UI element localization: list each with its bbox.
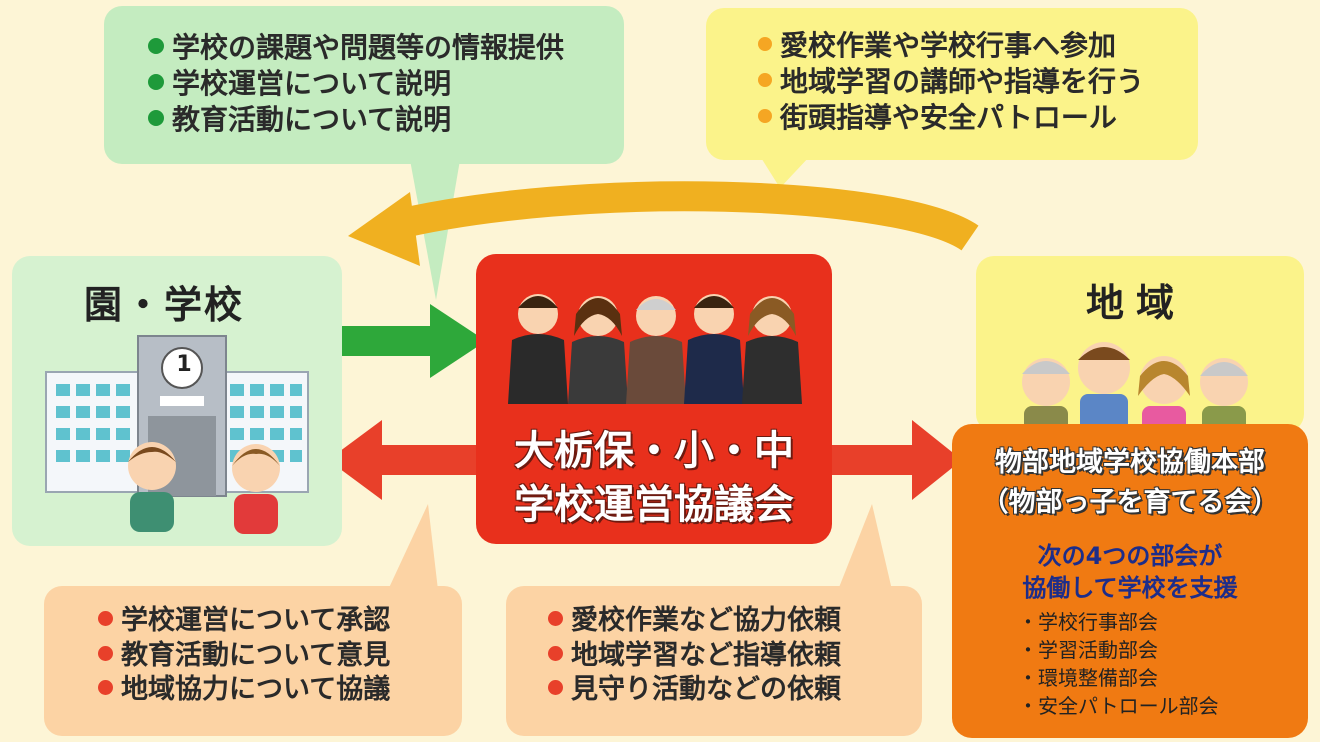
bullet-icon: [148, 38, 164, 54]
school-info-bubble: 学校の課題や問題等の情報提供 学校運営について説明 教育活動について説明: [104, 6, 624, 164]
list-item: 教育活動について意見: [98, 639, 462, 674]
school-to-council-arrowhead: [430, 304, 486, 378]
list-item: ・安全パトロール部会: [1018, 694, 1219, 718]
council-to-school-bubble: 学校運営について承認 教育活動について意見 地域協力について協議: [44, 586, 462, 736]
bullet-icon: [98, 645, 113, 661]
community-panel: 地域: [976, 256, 1304, 432]
school-panel: 園・学校: [12, 256, 342, 546]
community-bubble-tail: [760, 156, 810, 188]
council-panel: 大栃保・小・中 学校運営協議会: [476, 254, 832, 544]
hq-description-line1: 次の4つの部会が: [1037, 542, 1223, 570]
bullet-icon: [758, 72, 772, 87]
council-name-line1: 大栃保・小・中: [514, 428, 794, 474]
list-item: 学校運営について説明: [148, 66, 624, 102]
hq-subtitle: （物部っ子を育てる会）: [981, 487, 1279, 518]
community-support-bubble: 愛校作業や学校行事へ参加 地域学習の講師や指導を行う 街頭指導や安全パトロール: [706, 8, 1198, 160]
council-to-community-bubble: 愛校作業など協力依頼 地域学習など指導依頼 見守り活動などの依頼: [506, 586, 922, 736]
bullet-icon: [548, 645, 563, 661]
list-item: 学校運営について承認: [98, 604, 462, 639]
list-item: ・環境整備部会: [1018, 666, 1158, 690]
bullet-icon: [548, 611, 563, 626]
list-item: 街頭指導や安全パトロール: [758, 100, 1198, 136]
list-item: 教育活動について説明: [148, 102, 624, 138]
list-item: ・学習活動部会: [1018, 638, 1158, 662]
bullet-icon: [148, 109, 164, 126]
school-building-icon: [45, 335, 309, 534]
bullet-icon: [98, 680, 113, 696]
list-item: 地域学習の講師や指導を行う: [758, 64, 1198, 100]
department-list: ・学校行事部会 ・学習活動部会 ・環境整備部会 ・安全パトロール部会: [1018, 608, 1219, 720]
bullet-icon: [548, 680, 563, 696]
child-girl-icon: [232, 444, 280, 534]
council-members-icon: [508, 294, 802, 404]
child-boy-icon: [128, 442, 176, 532]
council-approval-bubble-tail: [388, 504, 438, 590]
bullet-icon: [758, 37, 772, 51]
list-item: 愛校作業や学校行事へ参加: [758, 28, 1198, 64]
community-title: 地域: [1086, 281, 1187, 325]
residents-icon: [1022, 342, 1248, 432]
council-to-community-arrow: [830, 445, 916, 475]
school-title: 園・学校: [84, 283, 245, 327]
list-item: ・学校行事部会: [1018, 610, 1158, 634]
bullet-icon: [148, 73, 164, 90]
list-item: 地域学習など指導依頼: [548, 639, 922, 674]
headquarters-panel: 物部地域学校協働本部 （物部っ子を育てる会） 次の4つの部会が 協働して学校を支…: [952, 424, 1308, 738]
community-to-school-arrowhead: [348, 192, 420, 266]
bullet-icon: [98, 611, 113, 626]
council-name-line2: 学校運営協議会: [514, 482, 794, 528]
council-to-school-arrow: [380, 445, 480, 475]
council-to-school-arrowhead: [328, 420, 382, 500]
hq-title: 物部地域学校協働本部: [995, 447, 1265, 478]
list-item: 学校の課題や問題等の情報提供: [148, 30, 624, 66]
hq-description-line2: 協働して学校を支援: [1022, 574, 1238, 602]
building-number: 1: [176, 352, 192, 377]
list-item: 地域協力について協議: [98, 673, 462, 708]
council-request-bubble-tail: [838, 504, 892, 590]
bullet-icon: [758, 108, 772, 123]
council-to-community-arrowhead: [912, 420, 962, 500]
list-item: 愛校作業など協力依頼: [548, 604, 922, 639]
list-item: 見守り活動などの依頼: [548, 673, 922, 708]
community-to-school-arrow: [386, 181, 979, 251]
